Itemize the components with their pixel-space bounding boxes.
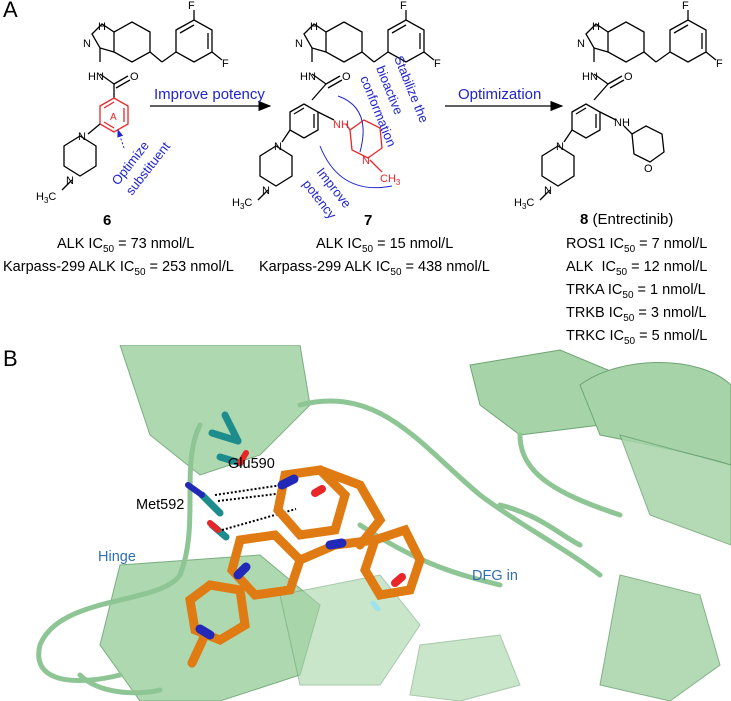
c6-amide-nh: HN — [88, 71, 104, 83]
c8-activity-5: TRKC IC50 = 5 nmol/L — [566, 328, 708, 347]
arrow1-label: Improve potency — [154, 86, 265, 103]
c7-f-top: F — [400, 0, 407, 12]
c8-n-pyrazole: N — [577, 38, 585, 50]
c6-nh-pyrazole: H — [98, 21, 106, 33]
c7-activity-2: Karpass-299 ALK IC50 = 438 nmol/L — [259, 259, 490, 278]
c8-f-top: F — [682, 0, 689, 12]
c6-ring-a-label: A — [110, 112, 117, 123]
panel-b-letter: B — [3, 346, 18, 371]
arrow2-label: Optimization — [458, 86, 542, 103]
c6-pip-n1: N — [78, 131, 86, 143]
c8-amide-o: O — [624, 71, 633, 83]
c8-activity-3: TRKA IC50 = 1 nmol/L — [566, 282, 706, 301]
c6-n-pyrazole: N — [83, 38, 91, 50]
c7-pip-n1: N — [274, 141, 282, 153]
compound-6-number: 6 — [103, 212, 112, 229]
c7-f-bottom: F — [434, 58, 441, 70]
c8-nh: NH — [614, 117, 630, 129]
c6-annotation-arrow — [117, 129, 125, 149]
c7-h3c: H3C — [232, 197, 252, 211]
compound-7-number: 7 — [364, 212, 373, 229]
c8-f-bottom: F — [716, 58, 723, 70]
label-met592: Met592 — [136, 497, 185, 513]
c6-f-bottom: F — [222, 58, 229, 70]
c8-activity-1: ROS1 IC50 = 7 nmol/L — [566, 236, 708, 255]
panel-a-structures: F F H N HN O A N N H3C Optimize substitu… — [36, 0, 723, 222]
label-glu590: Glu590 — [228, 456, 275, 472]
compound-6-structure — [61, 10, 223, 191]
c8-nh-pyrazole: H — [592, 21, 600, 33]
c8-activity-2: ALK IC50 = 12 nmol/L — [566, 259, 708, 278]
c6-h3c: H3C — [36, 191, 56, 205]
c6-f-top: F — [188, 0, 195, 12]
label-dfg-in: DFG in — [472, 568, 518, 584]
c7-ch3: CH3 — [380, 173, 401, 187]
c6-amide-o: O — [130, 71, 139, 83]
c8-pip-n2: N — [544, 185, 552, 197]
c8-pip-n1: N — [556, 141, 564, 153]
c6-pip-n2: N — [66, 175, 74, 187]
c7-nh-pyrazole: H — [310, 21, 318, 33]
c7-nh: NH — [333, 119, 349, 131]
c8-h3c: H3C — [514, 197, 534, 211]
c7-amide-nh: HN — [300, 71, 316, 83]
c8-oxane-o: O — [644, 163, 653, 175]
compound-8-title: 8 (Entrectinib) — [580, 211, 674, 228]
c7-activity-1: ALK IC50 = 15 nmol/L — [316, 236, 454, 255]
compound-7-structure — [257, 10, 435, 201]
c7-pip-n2: N — [262, 185, 270, 197]
panel-a-letter: A — [3, 0, 18, 22]
c8-amide-nh: HN — [582, 71, 598, 83]
c7-piperidine-n: N — [362, 155, 370, 167]
c6-activity-1: ALK IC50 = 73 nmol/L — [57, 236, 195, 255]
c8-activity-4: TRKB IC50 = 3 nmol/L — [566, 305, 707, 324]
c6-activity-2: Karpass-299 ALK IC50 = 253 nmol/L — [3, 259, 234, 278]
panel-b-protein-structure — [36, 345, 731, 701]
c7-amide-o: O — [342, 71, 351, 83]
label-hinge: Hinge — [98, 549, 136, 565]
c7-arc-top — [337, 95, 364, 153]
c7-n-pyrazole: N — [295, 38, 303, 50]
c7-arc-bottom — [319, 145, 393, 189]
compound-8-structure — [539, 10, 717, 201]
